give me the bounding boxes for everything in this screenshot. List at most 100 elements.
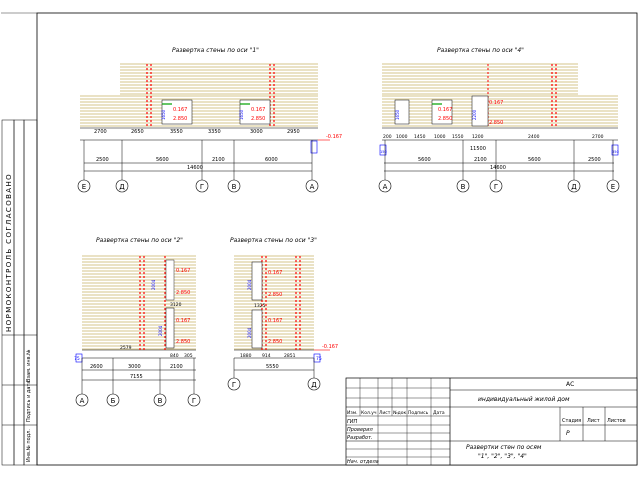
svg-text:305: 305: [184, 353, 193, 359]
side-stamp-col1: Инв.№ подл.: [26, 429, 32, 462]
svg-text:6000: 6000: [265, 157, 278, 163]
side-stamp-col2: Подпись и дата: [26, 381, 32, 422]
wall1-level-4: 2.850: [251, 116, 265, 122]
title-axis3: Развертка стены по оси "3": [230, 237, 317, 244]
wall2-axis-ticks: [81, 358, 195, 394]
svg-text:3350: 3350: [208, 129, 221, 135]
svg-text:Подпись: Подпись: [408, 410, 429, 416]
svg-text:2600: 2600: [90, 364, 103, 370]
wall3-base-level: -0.167: [322, 344, 338, 350]
wall2-opening: [165, 307, 175, 349]
svg-text:1000: 1000: [434, 134, 446, 140]
wall2-opening-width: 3120: [170, 302, 182, 308]
svg-text:2500: 2500: [588, 157, 601, 163]
svg-text:А: А: [310, 183, 315, 191]
wall4-total: 14600: [490, 165, 506, 171]
side-stamp-main: НОРМОКОНТРОЛЬ СОГЛАСОВАНО: [5, 173, 13, 332]
wall1-logs-upper: [120, 63, 318, 95]
svg-text:914: 914: [262, 353, 271, 359]
svg-text:2700: 2700: [94, 129, 107, 135]
svg-text:Е: Е: [82, 183, 86, 191]
svg-text:1450: 1450: [414, 134, 426, 140]
wall1-window-height-2: 1650: [239, 109, 244, 120]
svg-text:3550: 3550: [170, 129, 183, 135]
wall2-top-dims: 2579 840 305: [120, 345, 193, 359]
wall2-level-2: 2.850: [176, 290, 190, 296]
title-block-code: АС: [566, 381, 574, 388]
wall1-level-1: 0.167: [173, 107, 187, 113]
svg-text:1200: 1200: [472, 134, 484, 140]
svg-text:2950: 2950: [287, 129, 300, 135]
wall1-total: 14600: [187, 165, 203, 171]
svg-text:2004: 2004: [247, 279, 252, 290]
svg-text:2004: 2004: [158, 325, 163, 336]
svg-text:В: В: [232, 183, 237, 191]
svg-text:2500: 2500: [96, 157, 109, 163]
wall2-level-3: 0.167: [176, 318, 190, 324]
wall-elevation-4: 1650 2200 0.167 2.850 0.167 2.850 200 10…: [378, 63, 620, 193]
wall-elevation-3: 2004 2004 1325 0.167 2.850 0.167 2.850 -…: [227, 255, 338, 391]
svg-text:840: 840: [170, 353, 179, 359]
wall4-bottom-dims: 5600 2100 5600 2500: [418, 157, 601, 163]
title-block: АС индивидуальный жилой дом Изм. Кол.уч …: [345, 377, 638, 466]
svg-text:200: 200: [383, 134, 392, 140]
svg-text:А: А: [80, 397, 85, 405]
wall3-axis-ticks: [233, 358, 315, 378]
svg-text:Г: Г: [232, 381, 236, 389]
wall2-level-4: 2.850: [176, 339, 190, 345]
title-block-columns: Изм. Кол.уч Лист №док. Подпись Дата: [347, 410, 445, 416]
wall3-edge-label: 75: [316, 356, 322, 362]
svg-text:3000: 3000: [128, 364, 141, 370]
svg-text:Г: Г: [494, 183, 498, 191]
svg-text:2100: 2100: [474, 157, 487, 163]
svg-text:2579: 2579: [120, 345, 132, 351]
wall1-top-dims: 2700 2650 3550 3350 3000 2950: [94, 129, 300, 135]
wall1-logs: [80, 95, 318, 127]
wall3-opening-1: [251, 261, 263, 301]
side-stamp: НОРМОКОНТРОЛЬ СОГЛАСОВАНО Инв.№ подл. По…: [1, 119, 38, 466]
wall2-edge-label: 75: [74, 356, 80, 362]
wall4-level-3: 0.167: [489, 100, 503, 106]
svg-text:1000: 1000: [396, 134, 408, 140]
svg-text:Разработ.: Разработ.: [347, 435, 373, 441]
wall3-top-dims: 1880 914 2851: [240, 353, 296, 359]
svg-text:Кол.уч: Кол.уч: [361, 410, 377, 416]
title-block-roles: ГИП Проверил Разработ. Нач. отдела: [347, 419, 379, 465]
wall1-base-level: -0.167: [326, 134, 342, 140]
wall2-axis-markers: А Б В Г: [75, 393, 201, 407]
wall3-level-3: 0.167: [268, 318, 282, 324]
svg-text:Д: Д: [571, 183, 577, 191]
svg-text:Лист: Лист: [379, 410, 391, 416]
wall4-window-2: [431, 99, 453, 125]
svg-text:2700: 2700: [592, 134, 604, 140]
wall1-level-2: 2.850: [173, 116, 187, 122]
wall2-bottom-dims: 2600 3000 2100: [90, 364, 183, 370]
wall4-axis-markers: А В Г Д Е: [378, 179, 620, 193]
wall3-total: 5550: [266, 364, 279, 370]
title-block-stage-headers: Стадия Лист Листов: [562, 418, 626, 424]
svg-text:Е: Е: [611, 183, 615, 191]
title-block-sheet-title-1: Развертки стен по осям: [466, 444, 542, 451]
svg-text:Г: Г: [192, 397, 196, 405]
svg-text:5600: 5600: [418, 157, 431, 163]
svg-text:1325: 1325: [254, 303, 266, 309]
wall2-total: 7155: [130, 374, 143, 380]
wall2-level-1: 0.167: [176, 268, 190, 274]
title-block-stage: Р: [566, 430, 570, 437]
wall4-level-4: 2.850: [489, 120, 503, 126]
wall3-opening-2: [251, 309, 263, 349]
title-axis1: Развертка стены по оси "1": [172, 47, 259, 54]
svg-text:Проверил: Проверил: [347, 427, 373, 433]
svg-text:Б: Б: [111, 397, 116, 405]
side-stamp-col3: Взам. инв.№: [26, 349, 32, 382]
wall4-axis-ticks: [384, 140, 614, 180]
svg-text:2650: 2650: [131, 129, 144, 135]
wall3-axis-markers: Г Д: [227, 377, 321, 391]
svg-text:1650: 1650: [395, 109, 400, 120]
wall4-logs: [382, 95, 618, 127]
wall4-edge-label-2: 350: [612, 150, 619, 154]
wall4-top-dims: 200 1000 1450 1000 1550 1200 2400 2700: [383, 134, 604, 140]
svg-text:Д: Д: [311, 381, 317, 389]
svg-text:2851: 2851: [284, 353, 296, 359]
